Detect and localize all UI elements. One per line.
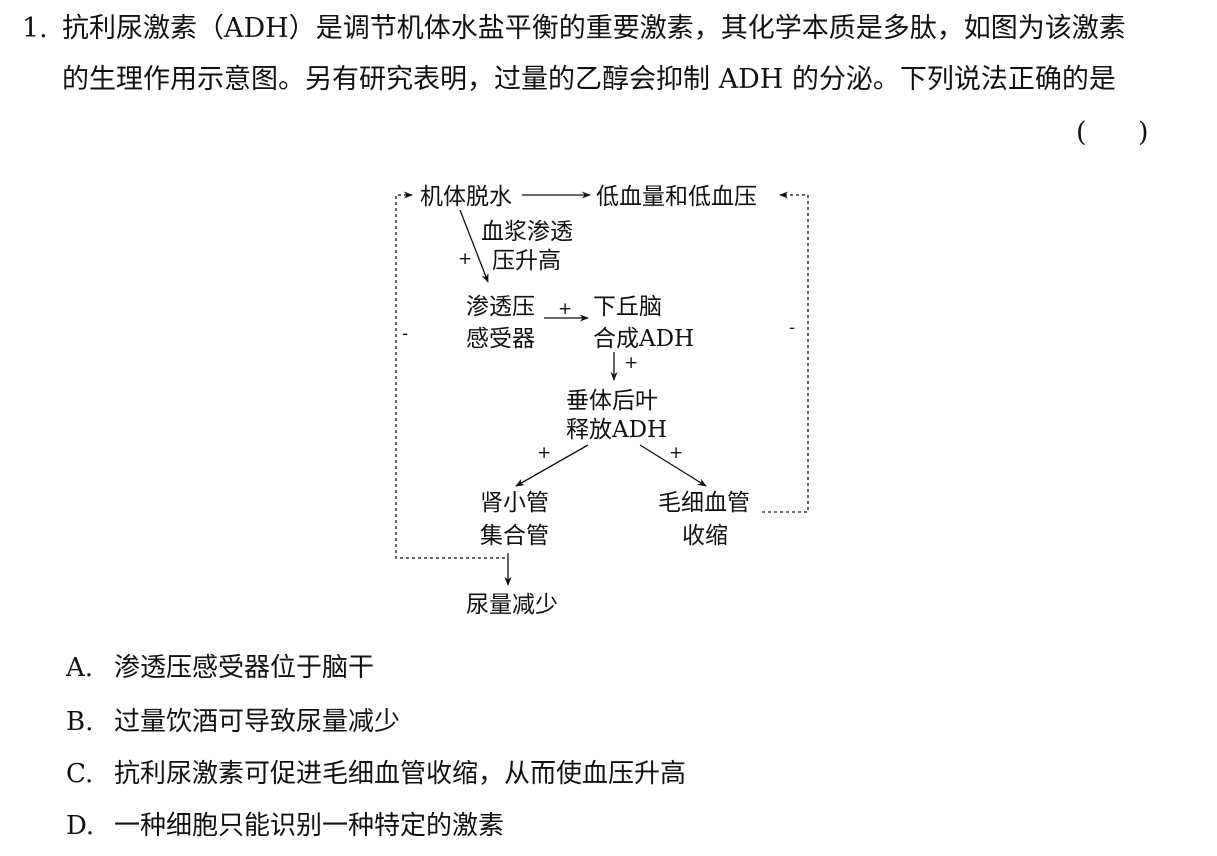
- answer-blank: ( ): [1076, 117, 1149, 148]
- option-b[interactable]: B. 过量饮酒可导致尿量减少: [66, 704, 400, 740]
- node-receptor-line-1: 渗透压: [466, 294, 535, 320]
- question-stem-line-1: 1. 抗利尿激素（ADH）是调节机体水盐平衡的重要激素，其化学本质是多肽，如图为该…: [22, 10, 1126, 48]
- option-d[interactable]: D. 一种细胞只能识别一种特定的激素: [66, 808, 504, 844]
- question-stem-line-2: 的生理作用示意图。另有研究表明，过量的乙醇会抑制 ADH 的分泌。下列说法正确的…: [62, 64, 1116, 95]
- node-capillary-line-2: 收缩: [682, 523, 728, 549]
- sign-minus-right: -: [789, 318, 795, 338]
- option-c[interactable]: C. 抗利尿激素可促进毛细血管收缩，从而使血压升高: [66, 756, 686, 792]
- node-kidney-line-2: 集合管: [480, 523, 549, 549]
- node-hypothalamus-line-1: 下丘脑: [593, 294, 662, 320]
- node-pituitary-line-2: 释放ADH: [566, 417, 667, 443]
- sign-plus-hypothalamus: +: [624, 353, 638, 373]
- option-c-letter: C.: [66, 759, 94, 789]
- feedback-left-path: [395, 191, 505, 559]
- question-stem-text-1: 抗利尿激素（ADH）是调节机体水盐平衡的重要激素，其化学本质是多肽，如图为该激素: [62, 13, 1126, 44]
- sign-minus-left: -: [402, 324, 408, 344]
- node-urine: 尿量减少: [466, 592, 558, 618]
- option-a-letter: A.: [66, 653, 94, 683]
- label-plasma-line-1: 血浆渗透: [481, 219, 573, 245]
- feedback-right-path: [762, 191, 809, 513]
- sign-plus-dehydration: +: [458, 249, 472, 269]
- option-b-letter: B.: [66, 707, 94, 737]
- question-number: 1.: [22, 13, 48, 44]
- sign-plus-capillary: +: [669, 443, 683, 463]
- option-d-letter: D.: [66, 811, 95, 841]
- node-low-volume: 低血量和低血压: [596, 184, 757, 210]
- option-b-text: 过量饮酒可导致尿量减少: [114, 707, 401, 737]
- option-d-text: 一种细胞只能识别一种特定的激素: [114, 811, 505, 841]
- label-plasma-line-2: 压升高: [492, 248, 561, 274]
- option-c-text: 抗利尿激素可促进毛细血管收缩，从而使血压升高: [114, 759, 687, 789]
- node-capillary-line-1: 毛细血管: [658, 490, 750, 516]
- node-dehydration: 机体脱水: [420, 184, 512, 210]
- arrow-pituitary-to-kidney: [515, 444, 589, 487]
- sign-plus-receptor: +: [558, 299, 572, 319]
- node-receptor-line-2: 感受器: [466, 326, 535, 352]
- node-pituitary-line-1: 垂体后叶: [566, 388, 658, 414]
- node-kidney-line-1: 肾小管: [480, 490, 549, 516]
- node-hypothalamus-line-2: 合成ADH: [593, 326, 694, 352]
- arrow-pituitary-to-capillary: [639, 444, 707, 487]
- sign-plus-kidney: +: [537, 443, 551, 463]
- arrow-dehydration-to-receptor: [459, 209, 489, 283]
- option-a-text: 渗透压感受器位于脑干: [114, 653, 375, 683]
- option-a[interactable]: A. 渗透压感受器位于脑干: [66, 650, 374, 686]
